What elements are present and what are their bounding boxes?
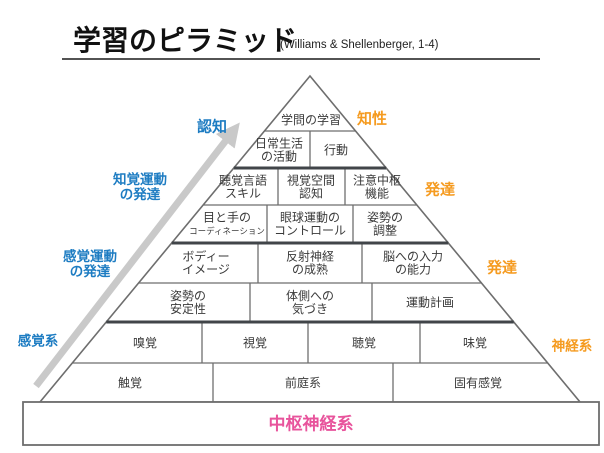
cell-label: 反射神経: [286, 249, 334, 264]
cell-label: の活動: [261, 150, 297, 164]
cell-label: 気づき: [292, 301, 328, 316]
cell-label: 認知: [299, 186, 323, 201]
cell-label: 体側への: [286, 289, 334, 303]
page-title: 学習のピラミッド: [73, 24, 297, 56]
cell-label: 機能: [365, 186, 389, 201]
cell-label: 聴覚: [352, 336, 376, 350]
cell-label: イメージ: [182, 263, 230, 277]
cell-label: 嗅覚: [133, 336, 157, 350]
left-label-perceptual-motor: の発達: [120, 186, 161, 202]
base-box: [22, 401, 600, 446]
cell-label: 日常生活: [255, 137, 303, 151]
right-label-nervous-system: 神経系: [552, 338, 593, 354]
cell-label: コントロール: [274, 224, 346, 238]
cell-label: の成熟: [292, 262, 328, 277]
cell-label: ボディー: [182, 249, 229, 264]
left-label-cognition: 認知: [197, 118, 227, 136]
cell-label: 注意中枢: [353, 173, 401, 188]
cell-label: 前庭系: [285, 375, 321, 390]
cell-label: 視覚: [243, 335, 267, 350]
cell-label: 安定性: [170, 301, 206, 316]
right-label-intellect: 知性: [357, 110, 387, 128]
cell-label: 視覚空間: [287, 173, 335, 188]
left-label-sensory-motor: 感覚運動: [63, 248, 117, 264]
left-label-sensory-motor: の発達: [70, 263, 111, 279]
cell-label: 目と手の: [203, 211, 251, 225]
cell-label: 味覚: [463, 336, 487, 350]
cell-label: 聴覚言語: [219, 173, 267, 188]
cell-label: 姿勢の: [367, 210, 403, 225]
cell-label: スキル: [225, 187, 261, 201]
left-label-sensory-system: 感覚系: [18, 333, 59, 349]
cell-label: 姿勢の: [170, 288, 206, 303]
cell-label: 触覚: [118, 376, 142, 390]
right-label-development-1: 発達: [424, 181, 455, 199]
citation-text: (Williams & Shellenberger, 1-4): [280, 39, 439, 51]
cell-label: 学問の学習: [281, 112, 341, 127]
cell-label: 眼球運動の: [280, 211, 340, 225]
cell-label: の能力: [395, 263, 431, 277]
cell-label: 調整: [373, 223, 397, 238]
cell-label: 脳への入力: [383, 250, 443, 264]
base-label: 中枢神経系: [269, 414, 354, 434]
cell-label: 固有感覚: [454, 375, 502, 390]
left-label-perceptual-motor: 知覚運動: [113, 171, 167, 187]
cell-label: コーディネーション: [189, 226, 265, 236]
growth-arrow-icon: [33, 122, 240, 389]
cell-label: 運動計画: [406, 295, 454, 310]
cell-label: 行動: [324, 143, 348, 157]
right-label-development-2: 発達: [486, 259, 517, 277]
